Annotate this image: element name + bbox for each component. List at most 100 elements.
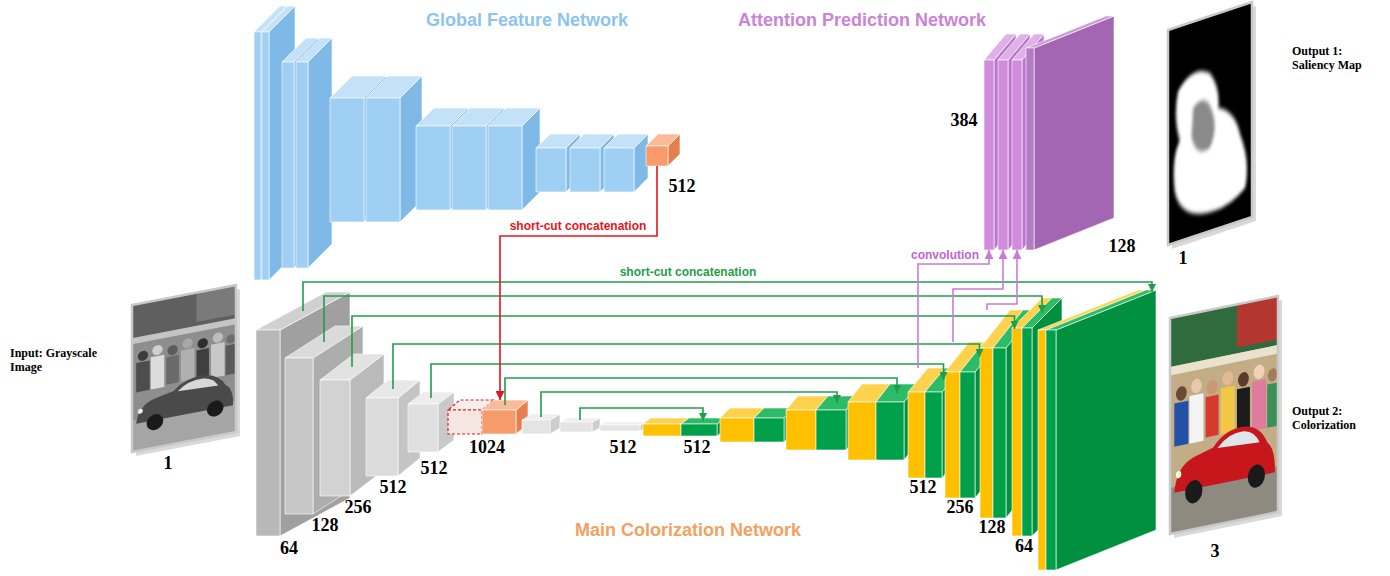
photo-part bbox=[1170, 296, 1278, 534]
layer-face bbox=[482, 410, 516, 434]
text-holder: 256 bbox=[947, 497, 974, 517]
text-holder: 512 bbox=[910, 477, 937, 497]
decoder-block: 512 bbox=[908, 368, 945, 478]
text-holder: 512 bbox=[610, 437, 637, 457]
connector-arrow bbox=[500, 166, 657, 400]
layer-block bbox=[262, 6, 295, 280]
network-title: Main Colorization Network bbox=[575, 519, 801, 541]
photo-part bbox=[182, 337, 192, 349]
layer-face bbox=[945, 372, 960, 498]
text-holder: Output 2: Colorization bbox=[1292, 404, 1384, 432]
text-holder: Global Feature Network bbox=[426, 9, 628, 31]
text-holder: 512 bbox=[380, 477, 407, 497]
photo-part bbox=[1176, 470, 1181, 478]
photo-part bbox=[1222, 370, 1233, 387]
layer-face bbox=[980, 348, 993, 518]
layer-face bbox=[488, 108, 540, 126]
saliency-blob bbox=[1192, 96, 1215, 155]
layer-face bbox=[604, 134, 648, 148]
channel-count: 1024 bbox=[469, 437, 505, 457]
photo-part bbox=[151, 355, 165, 390]
skip-wire bbox=[541, 392, 837, 417]
text-holder: 1024 bbox=[469, 437, 505, 457]
photo-part bbox=[198, 337, 208, 349]
photo-part bbox=[207, 399, 224, 418]
layer-face bbox=[1022, 328, 1032, 536]
text-holder: short-cut concatenation bbox=[618, 265, 759, 279]
photo-part bbox=[152, 344, 162, 356]
edge-label: convolution bbox=[909, 248, 981, 262]
layer-face bbox=[600, 425, 640, 431]
photo-frame bbox=[1168, 2, 1252, 245]
photo-part bbox=[1191, 378, 1202, 395]
skip-wires bbox=[303, 282, 1152, 421]
photo-part bbox=[132, 285, 236, 452]
layer-face bbox=[848, 402, 876, 460]
io-label: Output 2: Colorization bbox=[1292, 404, 1384, 432]
channel-count: 3 bbox=[1211, 541, 1220, 561]
text-holder: 512 bbox=[684, 437, 711, 457]
photo-part bbox=[178, 376, 219, 394]
photo-content bbox=[132, 285, 236, 452]
layer-face bbox=[262, 32, 269, 280]
connector-arrow bbox=[987, 250, 1017, 310]
layer-face bbox=[282, 62, 294, 268]
photo-part bbox=[166, 355, 178, 385]
saliency-blob bbox=[1174, 55, 1247, 224]
channel-count: 1 bbox=[164, 453, 173, 473]
text-holder: 128 bbox=[312, 515, 339, 535]
layer-blocks bbox=[254, 6, 1156, 570]
channel-count: 256 bbox=[947, 497, 974, 517]
layer-face bbox=[366, 398, 398, 476]
photo-frame bbox=[1170, 296, 1278, 534]
photo-part bbox=[1174, 401, 1188, 447]
channel-count: 1 bbox=[1179, 248, 1188, 268]
layer-block bbox=[488, 108, 540, 210]
photo-frame bbox=[132, 285, 236, 452]
text-holder: 3 bbox=[1211, 541, 1220, 561]
photo-part bbox=[196, 348, 208, 380]
layer-face bbox=[1026, 48, 1034, 250]
channel-count: 64 bbox=[1015, 536, 1033, 556]
skip-wire bbox=[580, 408, 703, 421]
layer-block bbox=[366, 76, 422, 222]
layer-face bbox=[984, 60, 994, 250]
text-holder: 384 bbox=[951, 110, 978, 130]
channel-count: 128 bbox=[1109, 236, 1136, 256]
colorization-output: Output 2: Colorization3 bbox=[1170, 296, 1278, 534]
text-holder: convolution bbox=[909, 248, 981, 262]
layer-face bbox=[681, 424, 717, 436]
channel-count: 512 bbox=[669, 176, 696, 196]
layer-face bbox=[452, 126, 486, 210]
photos bbox=[132, 2, 1282, 538]
layer-face bbox=[643, 424, 681, 436]
text-holder: 128 bbox=[979, 517, 1006, 537]
photo-part bbox=[1174, 420, 1275, 493]
photo-content bbox=[1170, 296, 1278, 534]
layer-face bbox=[786, 410, 816, 450]
layer-face bbox=[604, 148, 634, 192]
layer-face bbox=[600, 422, 646, 425]
photo-part bbox=[138, 408, 143, 414]
layer-face bbox=[560, 422, 592, 432]
channel-count: 512 bbox=[421, 458, 448, 478]
layer-face bbox=[1012, 328, 1022, 536]
photo-part bbox=[1268, 367, 1278, 382]
layer-block bbox=[408, 392, 454, 452]
skip-wire bbox=[352, 316, 1015, 367]
photo-part bbox=[147, 413, 164, 432]
saliency-map: Output 1: Saliency Map1 bbox=[1168, 2, 1252, 245]
photo-part bbox=[226, 334, 235, 345]
grayscale-photo bbox=[132, 285, 240, 456]
photo-part bbox=[181, 348, 195, 382]
layer-block bbox=[1026, 16, 1114, 250]
fusion-block: 1024 bbox=[482, 400, 528, 434]
color-photo bbox=[1170, 296, 1282, 538]
text-holder: 64 bbox=[1015, 536, 1033, 556]
layer-face bbox=[330, 98, 364, 222]
decoder-block: 128 bbox=[980, 310, 1023, 518]
saliency-ground bbox=[1168, 2, 1252, 245]
layer-face bbox=[320, 380, 350, 496]
